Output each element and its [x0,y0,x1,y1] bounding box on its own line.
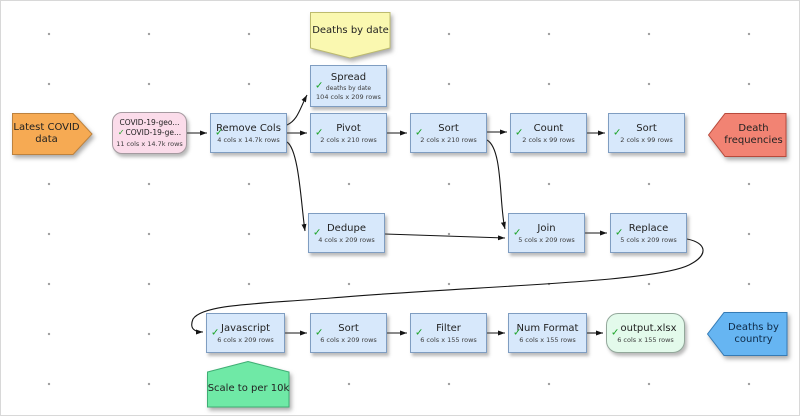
arrow-left-shape [708,113,787,157]
check-icon: ✓ [613,127,622,139]
node-caption: 2 cols x 99 rows [620,135,673,144]
note-scale-to-per-10k[interactable]: Scale to per 10k [207,361,290,408]
check-icon: ✓ [315,327,324,339]
note-label: Latest COVID data [13,121,80,146]
node-sort-3[interactable]: ✓ Sort 6 cols x 209 rows [310,313,387,353]
note-death-frequencies[interactable]: Death frequencies [708,113,787,157]
check-icon: ✓ [415,127,424,139]
node-title: Sort [438,122,459,134]
node-title: Filter [436,322,461,334]
note-latest-covid-data[interactable]: Latest COVID data [12,113,93,155]
node-title: Remove Cols [216,122,281,134]
node-note-text: deaths by date [325,84,372,92]
node-sort-2[interactable]: ✓ Sort 2 cols x 99 rows [608,113,685,153]
check-icon: ✓ [513,227,522,239]
node-count[interactable]: ✓ Count 2 cols x 99 rows [510,113,587,153]
node-num-format[interactable]: ✓ Num Format 6 cols x 155 rows [508,313,587,353]
check-icon: ✓ [611,327,620,339]
node-title: Dedupe [326,222,367,234]
node-spread[interactable]: ✓ Spread deaths by date 104 cols x 209 r… [310,65,387,107]
node-title: Num Format [516,322,579,334]
node-output-xlsx[interactable]: ✓ output.xlsx 6 cols x 155 rows [606,313,685,353]
node-title: Javascript [221,322,270,334]
edge-dedupe-to-join [384,233,506,241]
note-label: Scale to per 10k [207,382,290,394]
node-caption: 104 cols x 209 rows [316,92,381,101]
node-javascript[interactable]: ✓ Javascript 6 cols x 209 rows [206,313,285,353]
point-up-shape [207,361,290,408]
point-down-shape [310,12,391,59]
note-deaths-by-country[interactable]: Deaths by country [707,312,788,356]
node-title: output.xlsx [620,322,677,334]
check-icon: ✓ [117,128,125,137]
arrow-right-shape [12,113,93,155]
check-icon: ✓ [313,227,322,239]
node-caption: 4 cols x 209 rows [318,235,375,244]
edge-remove-cols-to-spread [286,94,308,126]
check-icon: ✓ [315,80,324,92]
check-icon: ✓ [415,327,424,339]
check-icon: ✓ [515,127,524,139]
node-pivot[interactable]: ✓ Pivot 2 cols x 210 rows [310,113,387,153]
node-caption: 5 cols x 209 rows [518,235,575,244]
check-icon: ✓ [211,327,220,339]
check-icon: ✓ [615,227,624,239]
node-caption: 6 cols x 209 rows [320,335,377,344]
node-title: Sort [636,122,657,134]
node-caption: 4 cols x 14.7k rows [217,135,280,144]
node-title: Spread [330,71,367,83]
check-icon: ✓ [315,127,324,139]
node-caption: 6 cols x 209 rows [217,335,274,344]
node-dedupe[interactable]: ✓ Dedupe 4 cols x 209 rows [308,213,385,253]
node-caption: 2 cols x 99 rows [522,135,575,144]
node-title: Replace [628,222,669,234]
input-file-name-2: ✓COVID-19-ge... [117,128,182,137]
node-title: Join [537,222,556,234]
edge-sort-1-to-join [486,139,506,230]
node-title: Sort [338,322,359,334]
node-title: Count [533,122,564,134]
node-caption: 6 cols x 155 rows [420,335,477,344]
node-sort-1[interactable]: ✓ Sort 2 cols x 210 rows [410,113,487,153]
note-label: Death frequencies [724,122,783,147]
note-label: Deaths by country [728,321,779,346]
note-deaths-by-date[interactable]: Deaths by date [310,12,391,59]
node-caption: 6 cols x 155 rows [617,335,674,344]
check-icon: ✓ [513,327,522,339]
node-caption: 6 cols x 155 rows [519,335,576,344]
node-caption: 11 cols x 14.7k rows [116,140,183,148]
node-caption: 2 cols x 210 rows [420,135,477,144]
check-icon: ✓ [215,127,224,139]
note-label: Deaths by date [312,24,389,36]
node-filter[interactable]: ✓ Filter 6 cols x 155 rows [410,313,487,353]
node-title: Pivot [336,122,361,134]
node-replace[interactable]: ✓ Replace 5 cols x 209 rows [610,213,687,253]
node-join[interactable]: ✓ Join 5 cols x 209 rows [508,213,585,253]
input-file-name: COVID-19-geo... [119,118,180,127]
node-input-covid[interactable]: COVID-19-geo... ✓COVID-19-ge... 11 cols … [112,112,187,154]
arrow-left-shape [707,312,788,356]
node-caption: 2 cols x 210 rows [320,135,377,144]
node-remove-cols[interactable]: ✓ Remove Cols 4 cols x 14.7k rows [210,113,287,153]
edge-remove-cols-to-dedupe [286,141,307,232]
node-caption: 5 cols x 209 rows [620,235,677,244]
